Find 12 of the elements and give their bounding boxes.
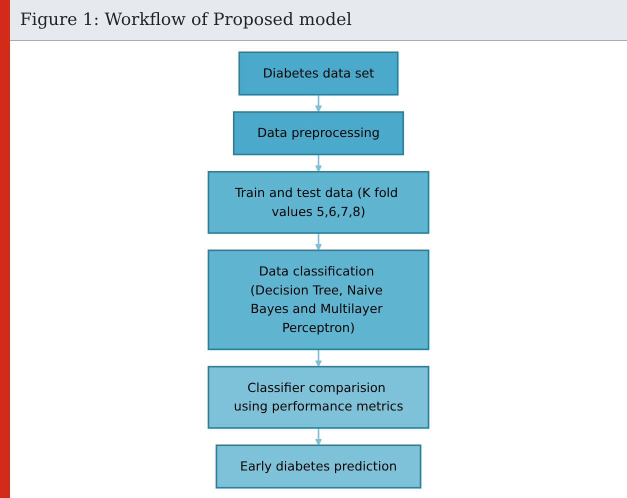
node-box: Classifier comparision using performance metrics bbox=[208, 366, 430, 429]
arrow bbox=[315, 233, 322, 251]
node-box: Train and test data (K fold values 5,6,7,8) bbox=[208, 170, 430, 234]
node-box: Data preprocessing bbox=[232, 111, 404, 156]
arrow bbox=[315, 154, 322, 172]
node-box: Diabetes data set bbox=[238, 52, 399, 96]
figure-title: Figure 1: Workflow of Proposed model bbox=[10, 0, 627, 41]
arrow bbox=[315, 94, 322, 112]
arrow bbox=[315, 428, 322, 446]
arrow bbox=[315, 349, 322, 367]
node-box: Early diabetes prediction bbox=[216, 444, 422, 488]
node-box: Data classification (Decision Tree, Naive Bayes and Multilayer Perceptron) bbox=[208, 250, 430, 350]
